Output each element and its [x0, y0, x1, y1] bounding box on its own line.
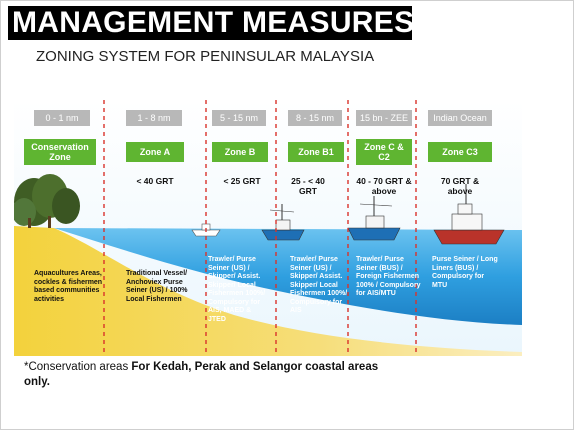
- zone-badge-b: Zone B: [212, 142, 268, 162]
- footnote-prefix: *Conservation areas: [24, 361, 132, 373]
- fishing-boat-icon: [261, 204, 305, 241]
- large-purse-seiner-icon: [433, 184, 505, 245]
- trawler-boat-icon: [347, 196, 401, 241]
- zone-badge-a: Zone A: [126, 142, 184, 162]
- desc-zone-b: Trawler/ Purse Seiner (US) / Skipper/ As…: [208, 256, 266, 323]
- zone-dividers: [103, 100, 417, 356]
- desc-zone-c: Trawler/ Purse Seiner (BUS) / Foreign Fi…: [356, 256, 421, 297]
- range-label-zone-c3: Indian Ocean: [428, 110, 492, 126]
- zone-badge-c-c2: Zone C & C2: [356, 139, 412, 165]
- desc-zone-c3: Purse Seiner / Long Liners (BUS) / Compu…: [432, 256, 498, 289]
- range-label-zone-b: 5 - 15 nm: [212, 110, 266, 126]
- footnote-emphasis: For Kedah, Perak and Selangor coastal ar…: [24, 361, 379, 388]
- range-label-zone-c: 15 bn - ZEE: [356, 110, 412, 126]
- range-label-zone-a: 1 - 8 nm: [126, 110, 182, 126]
- zone-badge-c3: Zone C3: [428, 142, 492, 162]
- footnote: *Conservation areas For Kedah, Perak and…: [24, 360, 394, 390]
- desc-zone-b1: Trawler/ Purse Seiner (US) / Skipper/ As…: [290, 256, 348, 314]
- grt-limit-zone-a: < 40 GRT: [136, 176, 174, 186]
- page-subtitle: ZONING SYSTEM FOR PENINSULAR MALAYSIA: [36, 48, 375, 65]
- desc-zone-a: Traditional Vessel/ Anchoviex Purse Sein…: [126, 270, 188, 303]
- range-label-zone-b1: 8 - 15 nm: [288, 110, 342, 126]
- sand-beach: [14, 226, 522, 356]
- page-title: MANAGEMENT MEASURES: [8, 6, 414, 40]
- grt-limit-zone-c3: 70 GRT & above: [440, 176, 480, 196]
- range-label-conservation: 0 - 1 nm: [34, 110, 90, 126]
- grt-limit-zone-b: < 25 GRT: [223, 176, 261, 186]
- zone-badge-b1: Zone B1: [288, 142, 344, 162]
- zoning-illustration: [14, 100, 522, 356]
- mangrove-trees-icon: [14, 174, 80, 228]
- grt-limit-zone-b1: 25 - < 40 GRT: [291, 176, 325, 196]
- desc-conservation: Aquacultures Areas, cockles & fishermen …: [34, 270, 103, 303]
- zone-badge-conservation: Conservation Zone: [24, 139, 96, 165]
- sea-water: [54, 228, 522, 325]
- grt-limit-zone-c: 40 - 70 GRT & above: [356, 176, 412, 196]
